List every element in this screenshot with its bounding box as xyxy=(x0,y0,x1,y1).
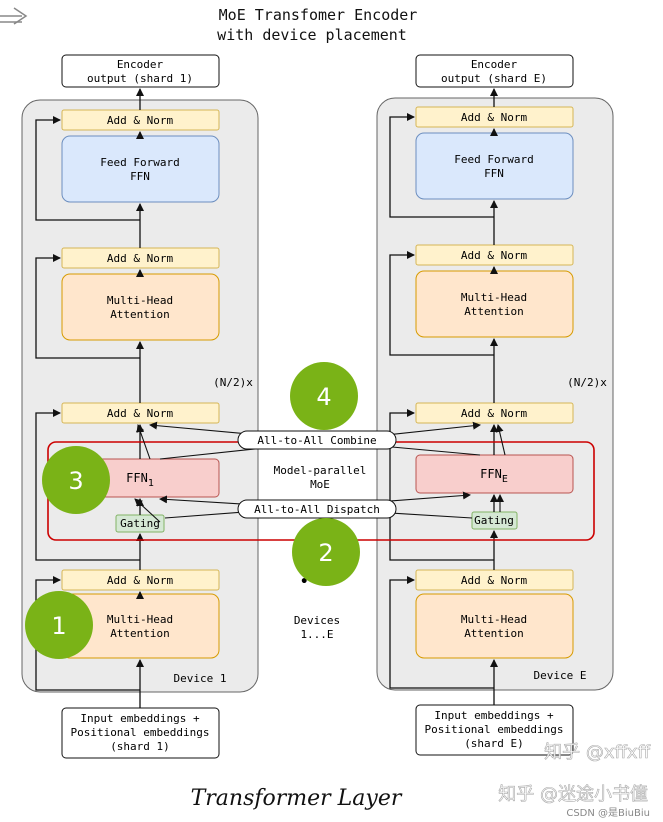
left-mha-top-line-2: Attention xyxy=(110,308,170,321)
all-to-all-dispatch-label: All-to-All Dispatch xyxy=(254,503,380,516)
right-ffn-base: FFN xyxy=(480,467,502,481)
right-input-line-2: Positional embeddings xyxy=(424,723,563,736)
left-gating-label: Gating xyxy=(120,517,160,530)
left-repeat-label: (N/2)x xyxy=(213,376,253,389)
badge-4: 4 xyxy=(290,362,358,430)
left-output-line-2: output (shard 1) xyxy=(87,72,193,85)
right-mha-bottom-line-1: Multi-Head xyxy=(461,613,527,626)
right-add-norm-4-label: Add & Norm xyxy=(461,574,528,587)
watermark-line-2: 知乎 @迷途小书僮 xyxy=(498,784,648,805)
badge-4-number: 4 xyxy=(316,383,331,411)
watermark-line-3: CSDN @是BiuBiu xyxy=(566,807,650,819)
right-mha-top-line-2: Attention xyxy=(464,305,524,318)
left-output-line-1: Encoder xyxy=(117,58,164,71)
right-ffn-label: FFNE xyxy=(480,467,508,485)
right-mha-bottom-box xyxy=(415,593,574,659)
devices-line-1: Devices xyxy=(294,614,340,627)
left-add-norm-3-label: Add & Norm xyxy=(107,407,174,420)
left-ff-line-2: FFN xyxy=(130,170,150,183)
devices-line-2: 1...E xyxy=(300,628,333,641)
left-device-label: Device 1 xyxy=(174,672,227,685)
left-add-norm-2-label: Add & Norm xyxy=(107,252,174,265)
left-add-norm-top-label: Add & Norm xyxy=(107,114,174,127)
right-feed-forward-box xyxy=(415,132,574,200)
right-device-label: Device E xyxy=(534,669,587,682)
right-output-line-1: Encoder xyxy=(471,58,518,71)
left-add-norm-4-label: Add & Norm xyxy=(107,574,174,587)
badge-3: 3 xyxy=(42,446,110,514)
right-add-norm-top-label: Add & Norm xyxy=(461,111,528,124)
left-ff-line-1: Feed Forward xyxy=(100,156,179,169)
title-line-2: with device placement xyxy=(217,26,407,44)
left-feed-forward-box xyxy=(61,135,220,203)
left-output-box xyxy=(61,54,220,88)
right-ff-line-2: FFN xyxy=(484,167,504,180)
right-mha-top-box xyxy=(415,270,574,338)
right-input-line-3: (shard E) xyxy=(464,737,524,750)
badge-3-number: 3 xyxy=(68,467,83,495)
right-repeat-label: (N/2)x xyxy=(567,376,607,389)
all-to-all-combine-pill xyxy=(237,430,397,450)
left-input-line-2: Positional embeddings xyxy=(70,726,209,739)
left-ffn-base: FFN xyxy=(126,471,148,485)
left-mha-bottom-line-2: Attention xyxy=(110,627,170,640)
all-to-all-dispatch-pill xyxy=(237,499,397,519)
left-input-line-3: (shard 1) xyxy=(110,740,170,753)
bottom-caption: Transformer Layer xyxy=(191,786,403,811)
badge-1: 1 xyxy=(25,591,93,659)
badge-2-number: 2 xyxy=(318,539,333,567)
right-mha-bottom-line-2: Attention xyxy=(464,627,524,640)
right-stack-arrows xyxy=(389,88,498,705)
badge-2: 2 xyxy=(292,518,360,586)
moe-line-2: MoE xyxy=(310,478,330,491)
corner-arrow-icon xyxy=(0,7,28,25)
right-add-norm-2-label: Add & Norm xyxy=(461,249,528,262)
left-ffn-label: FFN1 xyxy=(126,471,154,489)
right-output-line-2: output (shard E) xyxy=(441,72,547,85)
left-ffn-sub: 1 xyxy=(148,478,154,489)
left-input-line-1: Input embeddings + xyxy=(80,712,200,725)
left-mha-bottom-line-1: Multi-Head xyxy=(107,613,173,626)
right-ff-line-1: Feed Forward xyxy=(454,153,533,166)
right-input-line-1: Input embeddings + xyxy=(434,709,554,722)
badge-1-number: 1 xyxy=(51,612,66,640)
all-to-all-combine-label: All-to-All Combine xyxy=(257,434,376,447)
title-line-1: MoE Transfomer Encoder xyxy=(219,6,418,24)
moe-line-1: Model-parallel xyxy=(274,464,367,477)
left-mha-top-box xyxy=(61,273,220,341)
right-ffn-sub: E xyxy=(502,474,508,485)
right-output-box xyxy=(415,54,574,88)
right-gating-label: Gating xyxy=(474,514,514,527)
left-mha-top-line-1: Multi-Head xyxy=(107,294,173,307)
watermark-line-1: 知乎 @xffxff xyxy=(544,742,650,763)
right-add-norm-3-label: Add & Norm xyxy=(461,407,528,420)
right-mha-top-line-1: Multi-Head xyxy=(461,291,527,304)
